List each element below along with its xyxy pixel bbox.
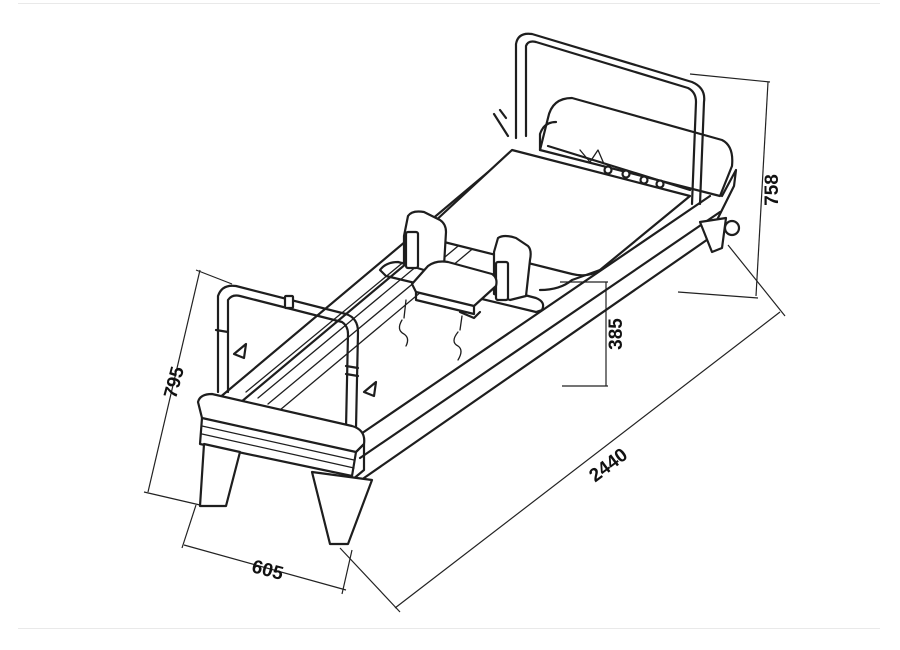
front-end-platform bbox=[196, 392, 374, 546]
front-platform-face bbox=[198, 416, 358, 478]
headrest bbox=[410, 260, 498, 308]
carriage-clip bbox=[458, 310, 482, 320]
rear-tower-frame bbox=[514, 32, 706, 206]
rear-knob bbox=[492, 108, 510, 138]
spring-bar bbox=[546, 144, 692, 192]
footbar-joint bbox=[283, 294, 295, 310]
rear-end-platform bbox=[492, 96, 741, 254]
right-rail-top bbox=[350, 194, 712, 442]
rear-platform-edge bbox=[538, 120, 558, 152]
frame-height-label: 385 bbox=[606, 318, 627, 350]
length-label: 2440 bbox=[585, 444, 631, 486]
spring-peg-2 bbox=[621, 169, 631, 179]
left-rail-top bbox=[210, 150, 514, 406]
headrest-side bbox=[414, 290, 476, 316]
front-right-leg bbox=[310, 470, 374, 546]
width-dimension-line bbox=[183, 544, 347, 591]
front-platform-side bbox=[350, 442, 366, 482]
front-height-extension-bottom bbox=[143, 491, 201, 506]
rear-height-extension-bottom bbox=[677, 291, 759, 299]
top-divider bbox=[18, 3, 880, 4]
width-extension-left bbox=[181, 504, 197, 549]
front-height-dimension-line bbox=[147, 269, 201, 493]
spring-peg-4 bbox=[655, 179, 665, 189]
carriage-edge bbox=[538, 268, 602, 292]
spring-peg-1 bbox=[603, 165, 613, 175]
length-dimension-line bbox=[394, 311, 781, 609]
right-rail-bottom bbox=[362, 226, 726, 480]
strap-left bbox=[398, 299, 409, 347]
front-platform-lines bbox=[201, 425, 355, 469]
rear-wheel bbox=[723, 219, 741, 237]
front-height-label: 795 bbox=[160, 364, 189, 400]
strap-right bbox=[453, 315, 463, 361]
front-left-leg bbox=[198, 442, 242, 508]
footbar-knob-left bbox=[232, 342, 248, 360]
dimension-lines bbox=[143, 73, 786, 613]
carriage bbox=[378, 148, 692, 361]
shoulder-rest-post-right bbox=[494, 260, 510, 302]
rear-platform-side bbox=[714, 168, 738, 224]
shoulder-rest-post-left bbox=[404, 230, 420, 270]
footbar-collars bbox=[214, 328, 360, 378]
width-label: 605 bbox=[249, 556, 285, 585]
springs bbox=[579, 149, 605, 165]
width-extension-right bbox=[341, 549, 353, 595]
rear-foot bbox=[698, 216, 728, 254]
carriage-base-plate bbox=[378, 260, 545, 314]
front-height-extension-top bbox=[195, 269, 233, 285]
rear-platform-top bbox=[538, 96, 734, 198]
rear-height-label: 758 bbox=[762, 174, 783, 206]
rear-height-extension-top bbox=[689, 73, 771, 83]
length-extension-front bbox=[339, 547, 401, 613]
footbar-knob-right bbox=[362, 380, 378, 398]
rear-tower-frame-inner bbox=[524, 40, 698, 206]
right-rail-mid bbox=[358, 210, 722, 460]
bottom-divider bbox=[18, 628, 880, 629]
rear-height-dimension-line bbox=[755, 81, 769, 297]
